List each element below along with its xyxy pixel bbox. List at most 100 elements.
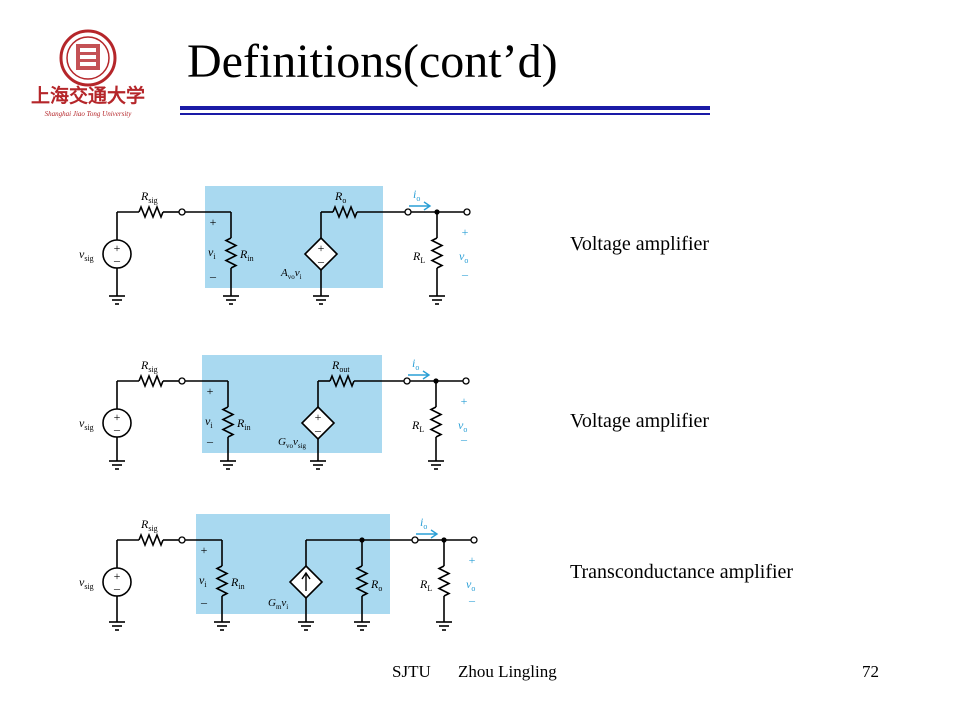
output-current-arrow-icon <box>416 529 439 539</box>
output-current-arrow-icon <box>409 201 432 211</box>
output-resistor <box>355 565 369 597</box>
ground-icon <box>214 621 230 631</box>
vo-minus: – <box>461 267 469 281</box>
controlled-source-label: Gmvi <box>268 597 288 611</box>
circuit-label-3: Transconductance amplifier <box>570 561 794 583</box>
cs-minus: – <box>314 423 322 437</box>
ground-icon <box>354 621 370 631</box>
terminal-icon <box>411 536 419 544</box>
footer-page-number: 72 <box>862 662 879 681</box>
source-label: vsig <box>79 575 94 591</box>
vi-minus: – <box>200 595 208 609</box>
vo-label: vo <box>466 577 475 593</box>
load-resistor <box>430 237 444 269</box>
rin-label: Rin <box>236 416 251 432</box>
controlled-source-label: Gvovsig <box>278 436 307 450</box>
vo-plus: + <box>469 553 476 567</box>
circuit-label-2: Voltage amplifier <box>570 410 710 432</box>
cs-plus: + <box>318 241 325 255</box>
terminal-icon <box>463 208 471 216</box>
title-rule-thin <box>180 113 710 115</box>
terminal-icon <box>178 536 186 544</box>
ground-icon <box>429 295 445 305</box>
source-minus: – <box>113 581 121 595</box>
rin-resistor <box>215 565 229 597</box>
terminal-icon <box>178 208 186 216</box>
ground-icon <box>220 460 236 470</box>
output-current-label: io <box>413 187 420 203</box>
load-resistor <box>437 565 451 597</box>
vi-label: vi <box>208 245 216 261</box>
page-title: Definitions(cont’d) <box>187 35 558 88</box>
rsig-resistor <box>138 373 164 389</box>
rin-label: Rin <box>239 247 254 263</box>
cs-minus: – <box>317 254 325 268</box>
terminal-icon <box>470 536 478 544</box>
vo-minus: – <box>460 432 468 446</box>
output-current-arrow-icon <box>408 370 431 380</box>
output-resistor <box>332 204 358 220</box>
footer-institution: SJTU <box>392 662 431 681</box>
terminal-icon <box>462 377 470 385</box>
logo-chinese-name: 上海交通大学 <box>31 84 145 107</box>
source-plus: + <box>114 410 121 424</box>
ground-icon <box>313 295 329 305</box>
footer-author: Zhou Lingling <box>458 662 557 681</box>
source-label: vsig <box>79 247 94 263</box>
amplifier-block <box>205 186 383 288</box>
source-plus: + <box>114 569 121 583</box>
output-resistor <box>329 373 355 389</box>
ground-icon <box>436 621 452 631</box>
load-label: RL <box>419 577 432 593</box>
source-plus: + <box>114 241 121 255</box>
load-label: RL <box>412 249 425 265</box>
output-resistor-label: Rout <box>331 358 350 374</box>
vi-plus: + <box>207 384 214 398</box>
controlled-source-label: Avovi <box>280 267 302 281</box>
cs-plus: + <box>315 410 322 424</box>
ground-icon <box>109 295 125 305</box>
vo-plus: + <box>462 225 469 239</box>
vi-minus: – <box>209 269 217 283</box>
vi-label: vi <box>199 573 207 589</box>
ground-icon <box>109 460 125 470</box>
terminal-icon <box>404 208 412 216</box>
ground-icon <box>298 621 314 631</box>
ground-icon <box>310 460 326 470</box>
output-current-label: io <box>412 356 419 372</box>
vo-minus: – <box>468 593 476 607</box>
load-resistor <box>429 406 443 438</box>
rin-resistor <box>224 237 238 269</box>
output-resistor-label: Ro <box>334 189 346 205</box>
amplifier-block <box>202 355 382 453</box>
terminal-icon <box>403 377 411 385</box>
rin-label: Rin <box>230 575 245 591</box>
vo-label: vo <box>459 249 468 265</box>
output-resistor-label: Ro <box>370 577 382 593</box>
source-minus: – <box>113 253 121 267</box>
vi-minus: – <box>206 434 214 448</box>
terminal-icon <box>178 377 186 385</box>
source-minus: – <box>113 422 121 436</box>
vo-label: vo <box>458 418 467 434</box>
output-current-label: io <box>420 515 427 531</box>
rin-resistor <box>221 406 235 438</box>
title-rule-thick <box>180 106 710 110</box>
circuit-label-1: Voltage amplifier <box>570 233 710 255</box>
amplifier-block <box>196 514 390 614</box>
sjtu-emblem-icon: 上海交通大学 Shanghai Jiao Tong University <box>31 29 145 118</box>
arrow-up-icon <box>301 571 311 591</box>
source-label: vsig <box>79 416 94 432</box>
vi-plus: + <box>201 543 208 557</box>
vo-plus: + <box>461 394 468 408</box>
ground-icon <box>223 295 239 305</box>
vi-label: vi <box>205 414 213 430</box>
sjtu-logo: 上海交通大学 Shanghai Jiao Tong University <box>20 24 160 124</box>
rsig-resistor <box>138 204 164 220</box>
load-label: RL <box>411 418 424 434</box>
